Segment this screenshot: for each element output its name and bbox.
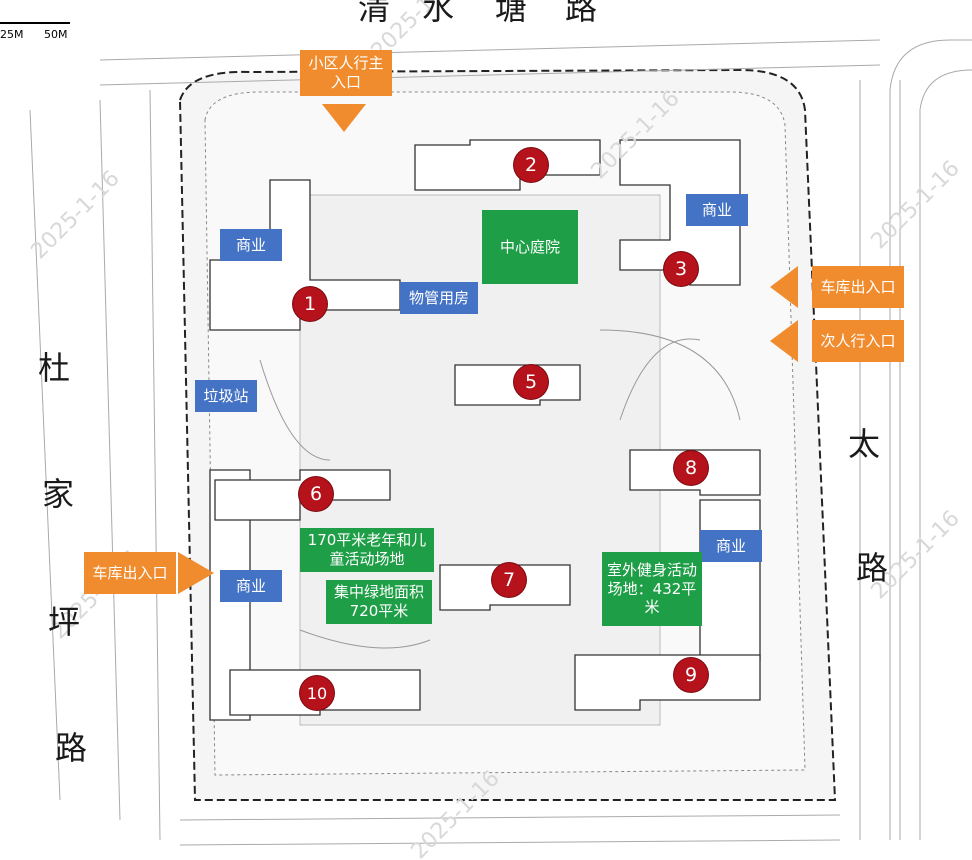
- road-west-char-1: 杜: [38, 349, 71, 387]
- road-north-char-2: 水: [422, 0, 455, 27]
- main-pedestrian-entrance-label: 小区人行主入口: [300, 50, 392, 96]
- scale-right-label: 50M: [44, 28, 68, 41]
- commercial-label-ne: 商业: [686, 194, 748, 226]
- road-north-char-1: 清: [358, 0, 391, 27]
- secondary-entrance-arrow-icon: [770, 320, 798, 362]
- building-marker-5: 5: [514, 365, 548, 399]
- garbage-station-label: 垃圾站: [195, 380, 257, 412]
- road-east-char-1: 太: [848, 425, 881, 463]
- building-marker-8: 8: [674, 451, 708, 485]
- garage-entrance-east-arrow-icon: [770, 266, 798, 308]
- commercial-label-sw: 商业: [220, 570, 282, 602]
- commercial-label-nw: 商业: [220, 229, 282, 261]
- road-west-char-3: 坪: [48, 603, 81, 641]
- road-north-char-4: 路: [565, 0, 598, 27]
- property-office-label: 物管用房: [400, 282, 478, 314]
- commercial-label-se: 商业: [700, 530, 762, 562]
- building-marker-7: 7: [492, 563, 526, 597]
- road-west-char-4: 路: [55, 729, 88, 767]
- building-marker-3: 3: [664, 252, 698, 286]
- building-marker-2: 2: [514, 148, 548, 182]
- activity-area-label: 170平米老年和儿童活动场地: [300, 528, 434, 572]
- building-marker-6: 6: [299, 477, 333, 511]
- road-north-char-3: 塘: [495, 0, 528, 27]
- scale-left-label: 25M: [0, 28, 24, 41]
- main-entrance-arrow-icon: [322, 104, 366, 132]
- road-west-char-2: 家: [42, 475, 75, 513]
- fitness-area-label: 室外健身活动场地：432平米: [602, 552, 702, 626]
- secondary-pedestrian-entrance-label: 次人行入口: [812, 320, 904, 362]
- building-marker-10: 10: [300, 676, 334, 710]
- building-marker-9: 9: [674, 658, 708, 692]
- building-marker-1: 1: [293, 287, 327, 321]
- garage-entrance-label-east: 车库出入口: [812, 266, 904, 308]
- scale-bar: 25M 50M: [0, 10, 80, 41]
- central-garden-label: 中心庭院: [482, 210, 578, 284]
- green-area-label: 集中绿地面积720平米: [326, 580, 432, 624]
- garage-entrance-label-west: 车库出入口: [84, 552, 176, 594]
- road-east-char-2: 路: [856, 549, 889, 587]
- garage-entrance-west-arrow-icon: [178, 552, 214, 594]
